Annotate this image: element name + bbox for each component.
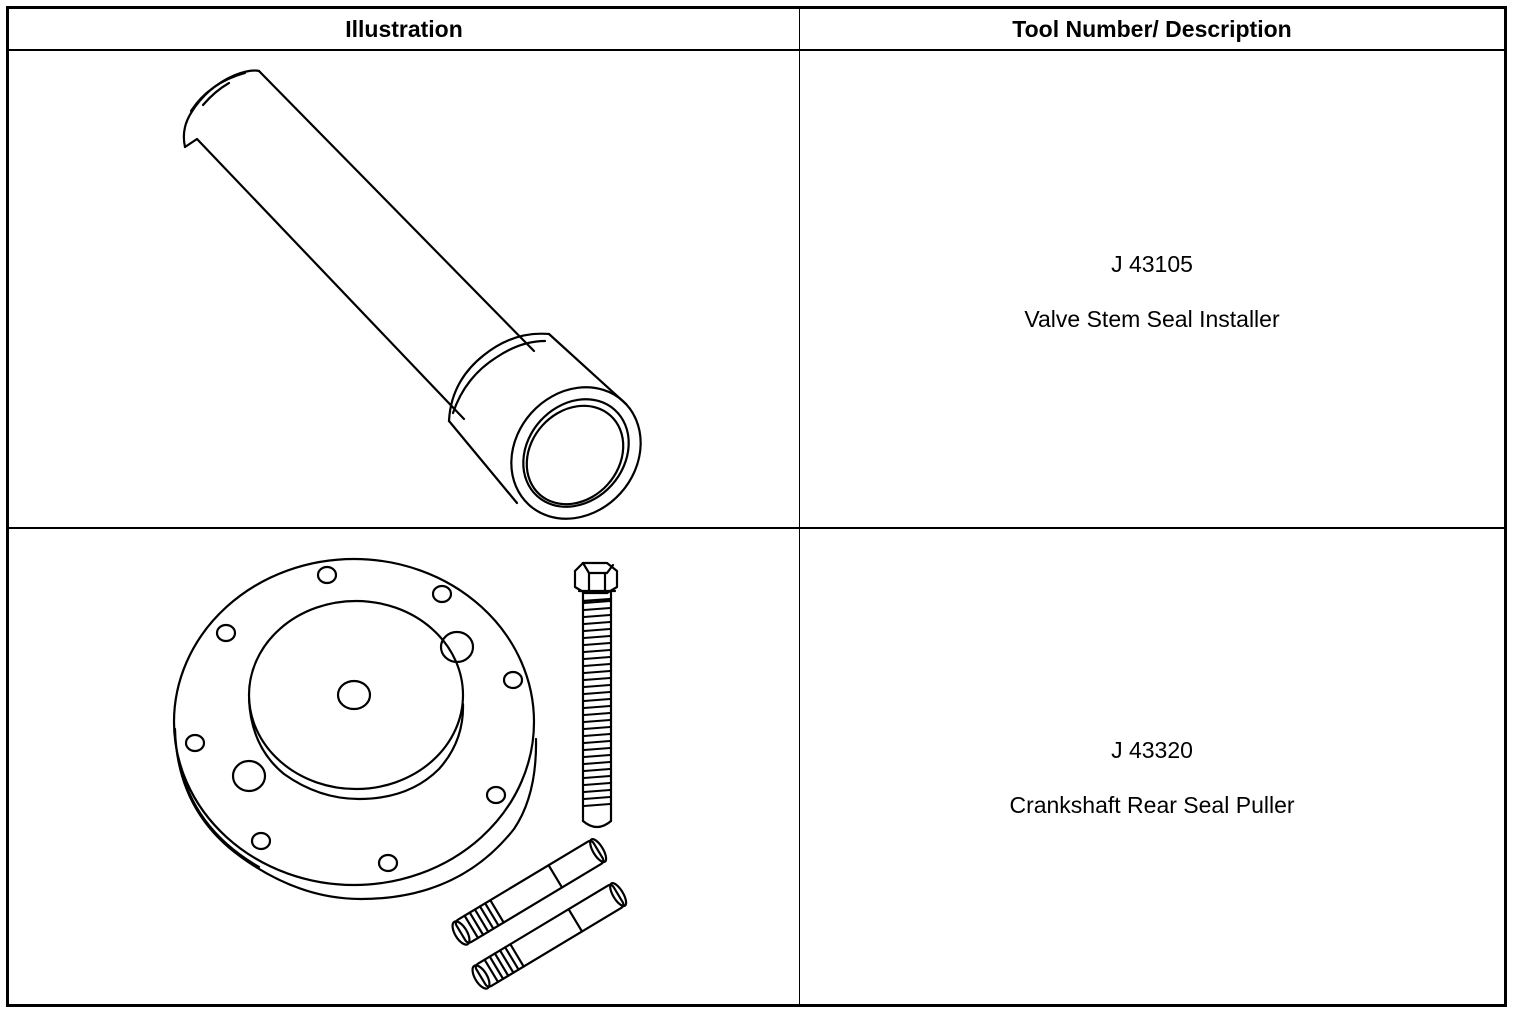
threaded-rods-icon xyxy=(9,529,799,1004)
valve-stem-seal-installer-icon xyxy=(9,51,799,529)
tool-number: J 43320 xyxy=(1111,737,1193,763)
tool-description-cell: J 43320 Crankshaft Rear Seal Puller xyxy=(800,529,1504,1004)
tool-description-cell: J 43105 Valve Stem Seal Installer xyxy=(800,51,1504,527)
illustration-cell xyxy=(9,529,799,1004)
header-tool-description: Tool Number/ Description xyxy=(1012,16,1292,42)
table-row: J 43105 Valve Stem Seal Installer xyxy=(9,51,1504,529)
table-row: J 43320 Crankshaft Rear Seal Puller xyxy=(9,529,1504,1004)
column-divider xyxy=(799,9,800,1004)
tool-number: J 43105 xyxy=(1111,251,1193,277)
bolt-thread-lines xyxy=(9,529,799,1004)
illustration-cell xyxy=(9,51,799,527)
table-header-row: Illustration Tool Number/ Description xyxy=(9,9,1504,51)
tool-table: Illustration Tool Number/ Description xyxy=(6,6,1507,1007)
tool-name: Valve Stem Seal Installer xyxy=(1024,306,1280,332)
tool-name: Crankshaft Rear Seal Puller xyxy=(1009,792,1295,818)
header-illustration: Illustration xyxy=(345,16,463,42)
